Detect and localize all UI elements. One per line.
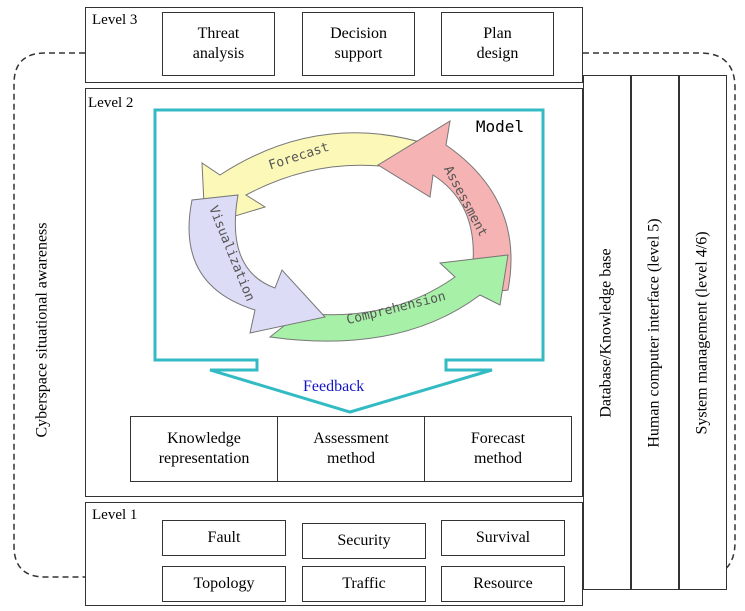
resource-box: Resource [441,566,565,602]
survival-box: Survival [441,520,565,556]
feedback-label: Feedback [303,378,365,395]
assessment-arrow [377,120,512,296]
level3-label: Level 3 [92,12,138,28]
level1-label: Level 1 [92,507,138,523]
level2-label: Level 2 [88,95,134,111]
model-label: Model [476,117,524,136]
traffic-box: Traffic [302,566,426,602]
visualization-arrow [188,194,326,334]
forecast-arrow [201,132,431,226]
cyberspace-awareness-title: Cyberspace situational awareness [34,222,51,438]
human-computer-interface-column: Human computer interface (level 5) [631,75,679,590]
fault-box: Fault [162,520,286,556]
comprehension-arrow [268,254,509,342]
topology-box: Topology [162,566,286,602]
system-management-column: System management (level 4/6) [679,75,727,590]
database-knowledge-column: Database/Knowledge base [583,75,631,590]
security-box: Security [302,523,426,559]
cyan-frame [153,108,545,414]
model-diagram: Model Forecast Assessment Comprehension … [153,108,545,414]
